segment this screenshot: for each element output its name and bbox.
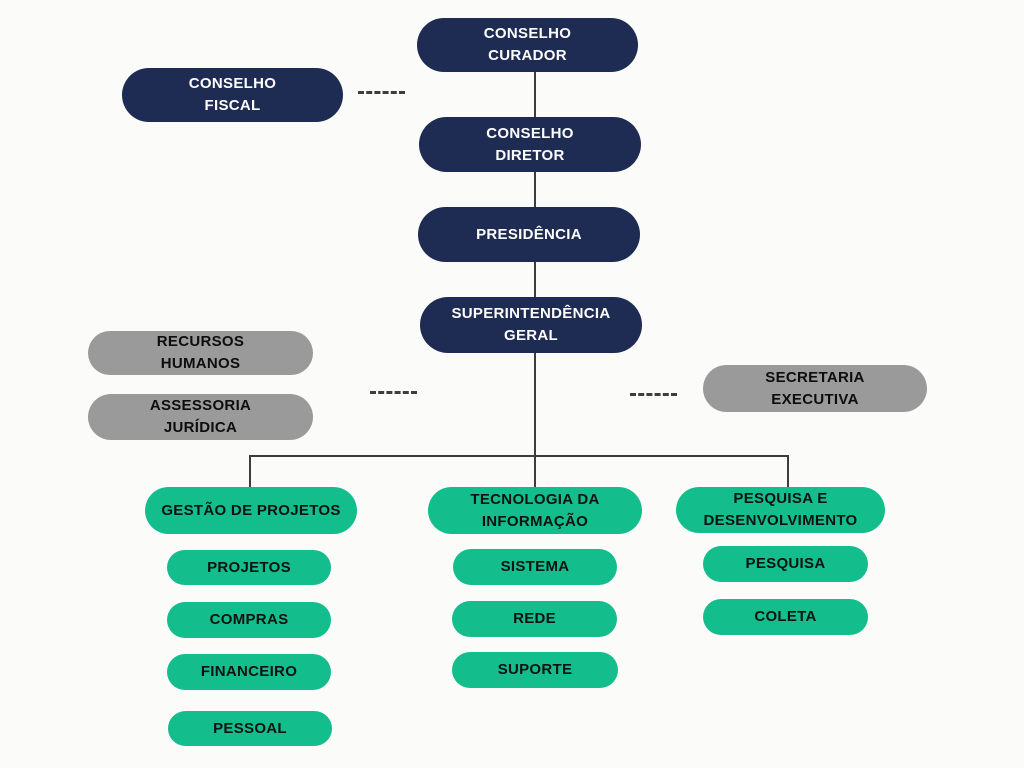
connector-superintendencia-branches <box>534 353 536 487</box>
connector-presidencia-superintendencia <box>534 262 536 297</box>
node-compras: COMPRAS <box>167 602 331 638</box>
node-conselho-curador: CONSELHO CURADOR <box>417 18 638 72</box>
node-recursos-humanos: RECURSOS HUMANOS <box>88 331 313 375</box>
node-sistema: SISTEMA <box>453 549 617 585</box>
node-pessoal: PESSOAL <box>168 711 332 746</box>
dashed-connector-secretaria <box>630 393 677 396</box>
node-superintendencia-geral: SUPERINTENDÊNCIA GERAL <box>420 297 642 353</box>
node-projetos: PROJETOS <box>167 550 331 585</box>
node-suporte: SUPORTE <box>452 652 618 688</box>
node-pesquisa: PESQUISA <box>703 546 868 582</box>
connector-curador-diretor <box>534 72 536 117</box>
node-pesquisa-e-desenvolvimento: PESQUISA E DESENVOLVIMENTO <box>676 487 885 533</box>
dashed-connector-left-staff <box>370 391 417 394</box>
node-tecnologia-da-informacao: TECNOLOGIA DA INFORMAÇÃO <box>428 487 642 534</box>
node-secretaria-executiva: SECRETARIA EXECUTIVA <box>703 365 927 412</box>
node-financeiro: FINANCEIRO <box>167 654 331 690</box>
node-rede: REDE <box>452 601 617 637</box>
connector-branch-horizontal <box>249 455 789 457</box>
connector-diretor-presidencia <box>534 172 536 207</box>
node-assessoria-juridica: ASSESSORIA JURÍDICA <box>88 394 313 440</box>
connector-drop-gestao <box>249 455 251 487</box>
node-coleta: COLETA <box>703 599 868 635</box>
connector-drop-pesquisa-dev <box>787 455 789 487</box>
node-gestao-de-projetos: GESTÃO DE PROJETOS <box>145 487 357 534</box>
node-conselho-diretor: CONSELHO DIRETOR <box>419 117 641 172</box>
node-conselho-fiscal: CONSELHO FISCAL <box>122 68 343 122</box>
dashed-connector-conselho-fiscal <box>358 91 405 94</box>
node-presidencia: PRESIDÊNCIA <box>418 207 640 262</box>
